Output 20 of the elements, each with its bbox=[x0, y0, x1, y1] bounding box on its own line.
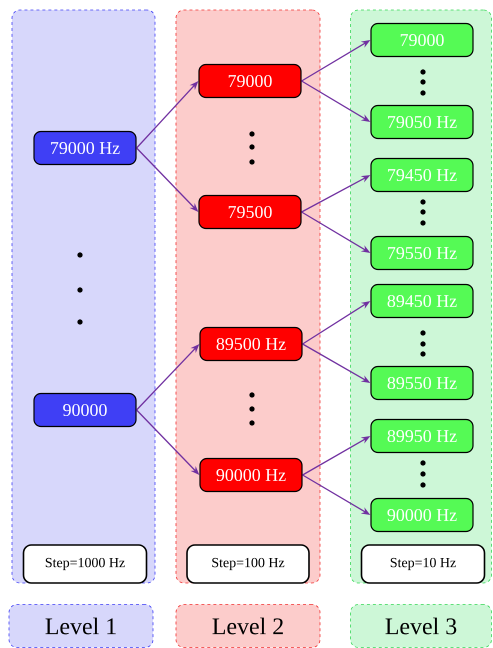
frequency-box: 79000 bbox=[198, 64, 302, 98]
frequency-box: 79550 Hz bbox=[370, 236, 474, 270]
level-box: Level 3 bbox=[350, 604, 492, 648]
level-box: Level 1 bbox=[8, 604, 154, 648]
step-box: Step=1000 Hz bbox=[22, 544, 148, 584]
step-box: Step=10 Hz bbox=[360, 544, 486, 584]
frequency-box: 79000 Hz bbox=[33, 130, 137, 166]
frequency-box: 90000 Hz bbox=[199, 458, 303, 492]
frequency-box: 79050 Hz bbox=[370, 104, 474, 140]
frequency-box: 79500 bbox=[198, 194, 302, 230]
frequency-box: 90000 bbox=[33, 392, 137, 428]
frequency-box: 79000 bbox=[370, 22, 474, 58]
frequency-box: 89950 Hz bbox=[370, 418, 474, 454]
step-box: Step=100 Hz bbox=[186, 544, 310, 584]
frequency-box: 89450 Hz bbox=[370, 284, 474, 318]
frequency-box: 79450 Hz bbox=[370, 158, 474, 192]
frequency-box: 89500 Hz bbox=[199, 326, 303, 362]
frequency-box: 90000 Hz bbox=[370, 498, 474, 532]
frequency-box: 89550 Hz bbox=[370, 366, 474, 400]
level-box: Level 2 bbox=[176, 604, 320, 648]
